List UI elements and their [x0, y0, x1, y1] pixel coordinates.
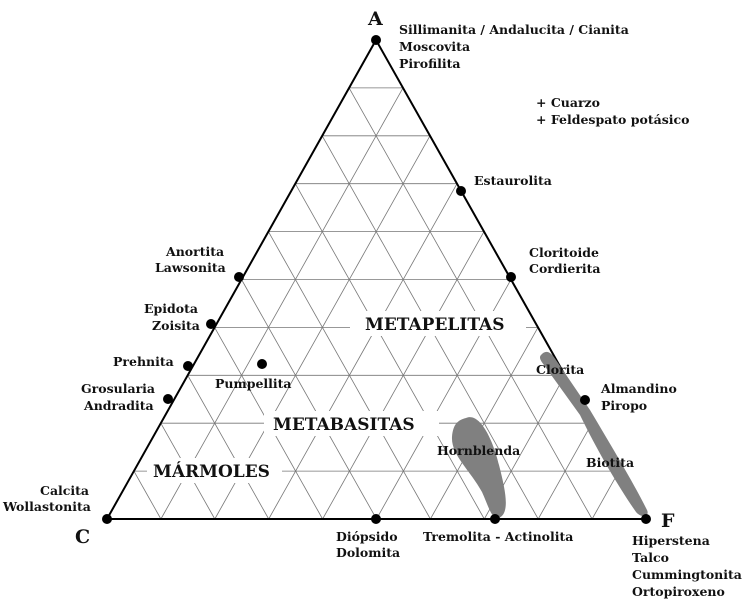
- biotita-label: Biotita: [586, 455, 634, 470]
- cordierita-label: Cordierita: [529, 261, 601, 276]
- clorita-label: Clorita: [536, 362, 584, 377]
- point-estaurolita: [456, 186, 466, 196]
- point-cloritoide: [506, 272, 516, 282]
- note-cuarzo: + Cuarzo: [536, 95, 600, 110]
- vertex-c-label-2: Wollastonita: [2, 499, 91, 514]
- vertex-a: A: [367, 8, 383, 30]
- point-c: [102, 514, 112, 524]
- grosularia-label: Grosularia: [81, 381, 155, 396]
- almandino-label: Almandino: [600, 381, 677, 396]
- pumpellita-label: Pumpellita: [215, 376, 292, 391]
- hornblenda-label: Hornblenda: [437, 443, 520, 458]
- prehnita-label: Prehnita: [113, 354, 174, 369]
- point-prehnita: [183, 361, 193, 371]
- point-diopsido: [371, 514, 381, 524]
- lawsonita-label: Lawsonita: [155, 260, 226, 275]
- metabasitas-label: METABASITAS: [273, 415, 415, 435]
- point-epidota: [206, 319, 216, 329]
- vertex-a-label-3: Pirofilita: [399, 56, 461, 71]
- hornblenda-field: [451, 417, 506, 519]
- point-anortita: [234, 272, 244, 282]
- metapelitas-label-bg: [350, 311, 526, 336]
- marmoles-label: MÁRMOLES: [153, 461, 270, 482]
- vertex-f: F: [661, 510, 675, 532]
- point-tremolita: [490, 514, 500, 524]
- vertex-f-label-4: Ortopiroxeno: [632, 584, 725, 599]
- vertex-c-label-1: Calcita: [40, 483, 89, 498]
- grid-line-diagonal-left: [187, 375, 270, 520]
- metabasitas-label-bg: [264, 411, 439, 436]
- marmoles-label-bg: [147, 458, 282, 483]
- point-grosularia: [163, 394, 173, 404]
- vertex-f-label-3: Cummingtonita: [632, 567, 742, 582]
- clorita-biotita-band: [540, 351, 648, 517]
- grid-line-diagonal-right: [160, 87, 404, 520]
- epidota-label: Epidota: [144, 301, 198, 316]
- vertex-a-label-2: Moscovita: [399, 39, 470, 54]
- diopsido-label: Diópsido: [336, 529, 398, 544]
- vertex-a-label-1: Sillimanita / Andalucita / Cianita: [399, 22, 629, 37]
- cloritoide-label: Cloritoide: [529, 245, 599, 260]
- point-a: [371, 35, 381, 45]
- point-almandino: [580, 395, 590, 405]
- grid-line-diagonal-right: [591, 470, 620, 520]
- grid-line-diagonal-left: [241, 279, 377, 520]
- point-f: [641, 514, 651, 524]
- triangle-grid: [133, 87, 620, 520]
- grid-line-diagonal-right: [214, 135, 431, 520]
- andradita-label: Andradita: [83, 398, 154, 413]
- vertex-f-label-1: Hiperstena: [632, 533, 710, 548]
- piropo-label: Piropo: [601, 398, 647, 413]
- zoisita-label: Zoisita: [152, 318, 200, 333]
- grid-line-diagonal-right: [268, 183, 458, 520]
- point-pumpellita: [257, 359, 267, 369]
- note-feldespato: + Feldespato potásico: [536, 112, 689, 127]
- grid-line-diagonal-left: [133, 470, 162, 520]
- grid-line-diagonal-left: [348, 87, 593, 520]
- vertex-f-label-2: Talco: [632, 550, 669, 565]
- vertex-c: C: [75, 526, 90, 548]
- estaurolita-label: Estaurolita: [474, 173, 552, 188]
- metapelitas-label: METAPELITAS: [365, 315, 505, 335]
- tremolita-label: Tremolita - Actinolita: [423, 529, 573, 544]
- anortita-label: Anortita: [165, 244, 224, 259]
- grid-line-diagonal-left: [294, 183, 485, 520]
- dolomita-label: Dolomita: [336, 545, 400, 560]
